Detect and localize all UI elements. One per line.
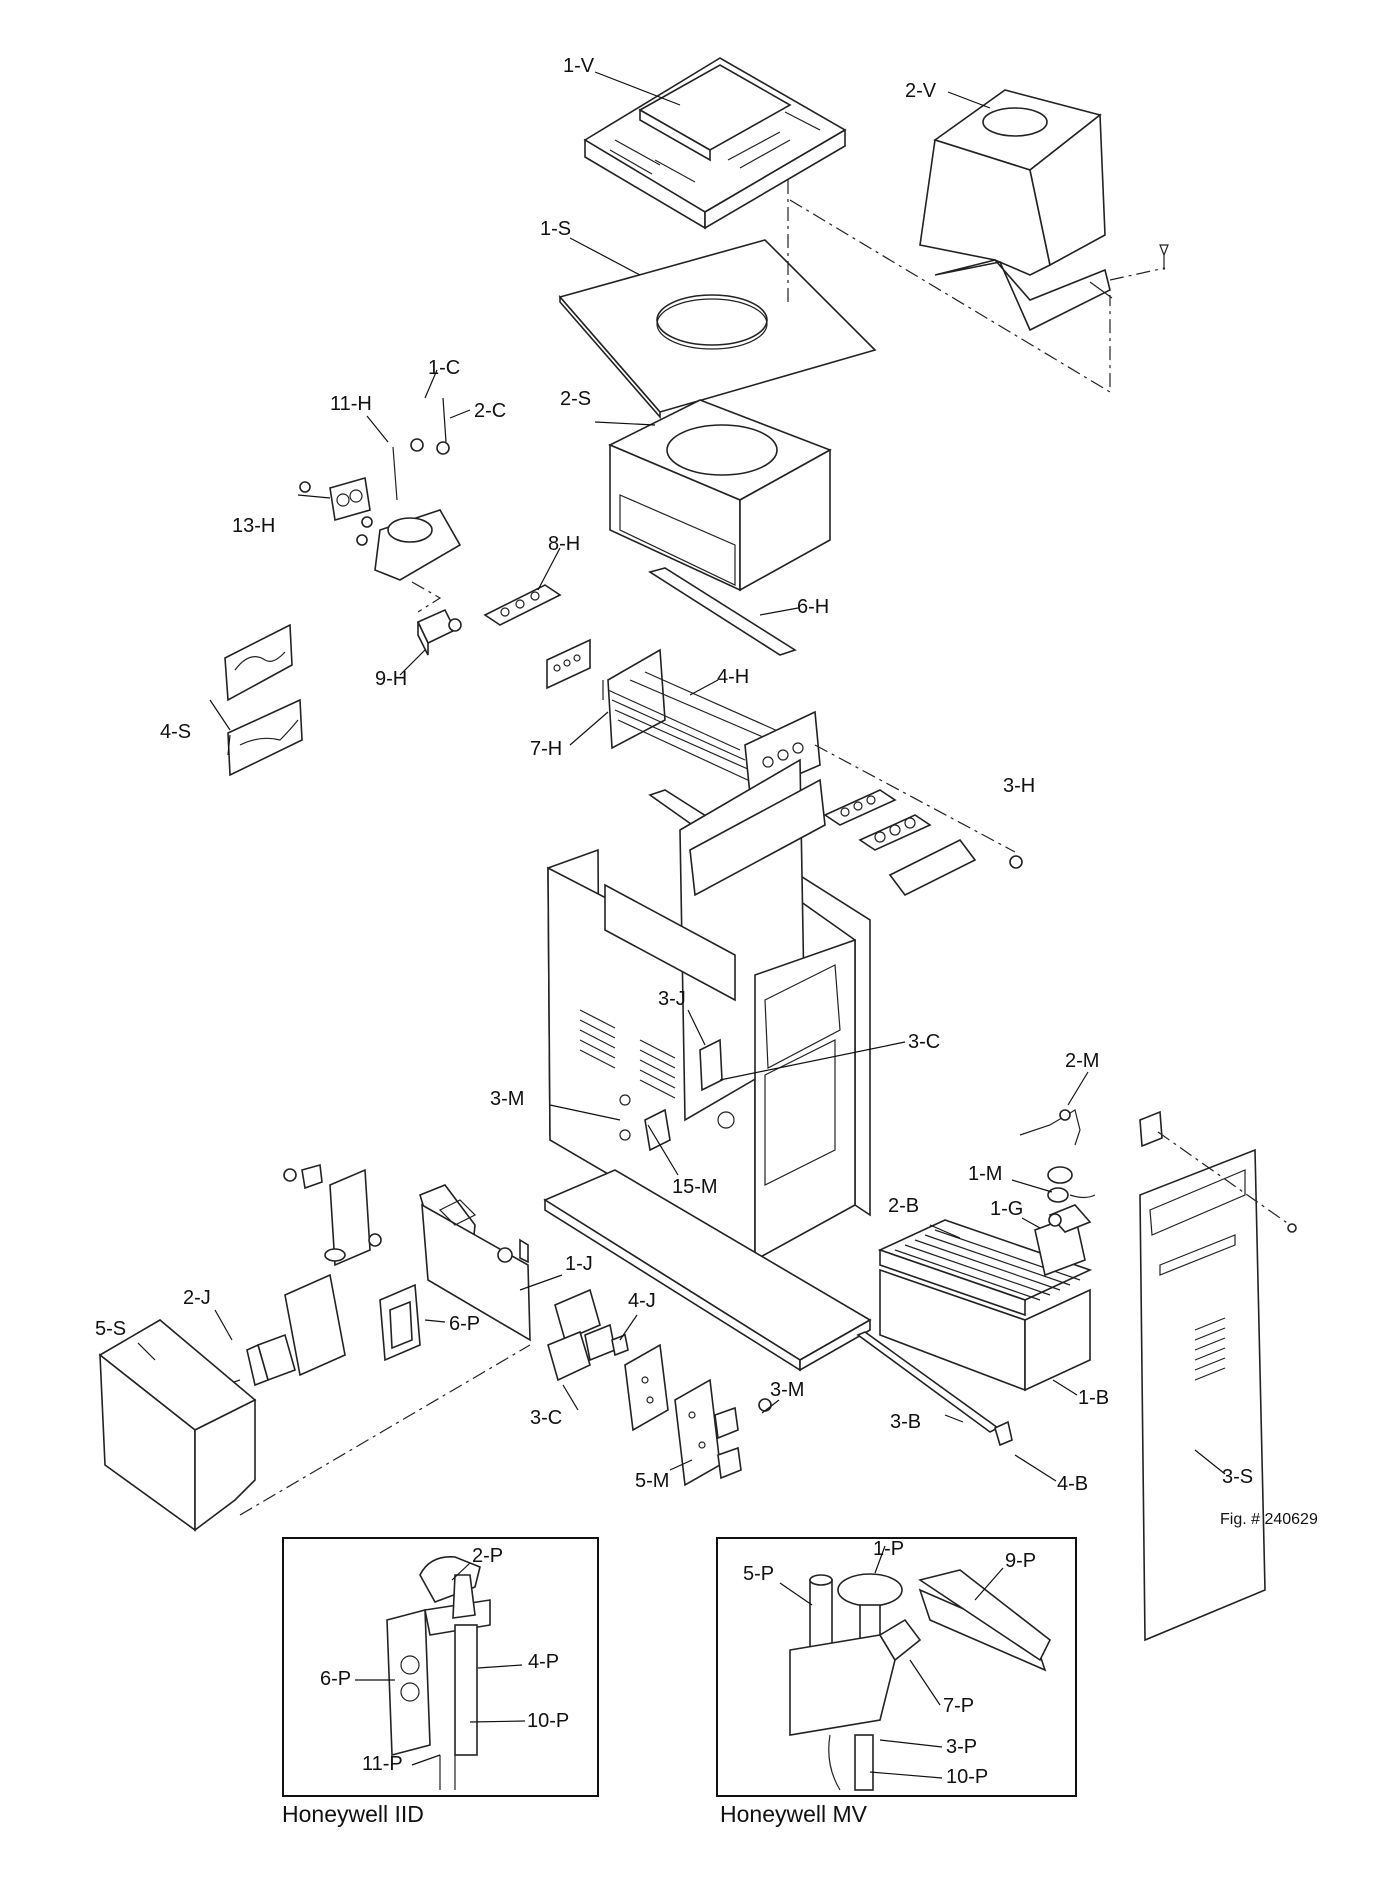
part-9-h-bracket	[416, 608, 462, 656]
label-1-s: 1-S	[540, 218, 571, 240]
part-2-j-transformer	[209, 1248, 346, 1391]
label-1-m: 1-M	[968, 1163, 1002, 1185]
label-15-m: 15-M	[672, 1176, 718, 1198]
label-5-s: 5-S	[95, 1318, 126, 1340]
part-labels: 1-V 2-V 1-S 1-C 11-H 2-C 2-S 13-H 8-H 6-…	[95, 55, 1253, 1495]
label-11-h: 11-H	[330, 393, 372, 415]
label-3-c-upper: 3-C	[908, 1031, 940, 1053]
part-1-g-gas-valve	[1034, 1204, 1092, 1277]
inset-honeywell-iid: 2-P 6-P 4-P 10-P 11-P	[282, 1537, 599, 1797]
label-1-c: 1-C	[428, 357, 460, 379]
part-cabinet-louvers	[579, 1009, 735, 1152]
caption-honeywell-iid: Honeywell IID	[282, 1801, 424, 1827]
label-3-h: 3-H	[1003, 775, 1035, 797]
part-1-s-top-plate	[558, 239, 877, 420]
part-3-s-access-panel	[1139, 1110, 1297, 1642]
part-4-s-side-panels	[224, 623, 303, 777]
label-mv-7-p: 7-P	[943, 1695, 974, 1717]
label-3-b: 3-B	[890, 1411, 921, 1433]
label-iid-10-p: 10-P	[527, 1710, 569, 1732]
label-3-j: 3-J	[658, 988, 686, 1010]
part-4-j-bracket	[611, 1333, 669, 1432]
part-5-m-plate	[674, 1378, 772, 1487]
part-5-s-cover	[98, 1319, 257, 1532]
part-header-assembly-left	[299, 438, 462, 581]
label-9-h: 9-H	[375, 668, 407, 690]
label-iid-2-p: 2-P	[472, 1545, 503, 1567]
label-3-m-upper: 3-M	[490, 1088, 524, 1110]
part-6-h-baffle-bar	[648, 567, 797, 656]
label-2-j: 2-J	[183, 1287, 211, 1309]
label-6-p-main: 6-P	[449, 1313, 480, 1335]
part-1-m-thermostat	[1047, 1166, 1096, 1203]
label-mv-3-p: 3-P	[946, 1736, 977, 1758]
part-2-v-vent-hood	[919, 89, 1169, 332]
label-2-s: 2-S	[560, 388, 591, 410]
label-mv-9-p: 9-P	[1005, 1550, 1036, 1572]
label-1-j: 1-J	[565, 1253, 593, 1275]
part-4-h-heat-exchanger	[546, 638, 821, 805]
part-3-b-burner-bar	[856, 1331, 1013, 1447]
label-1-g: 1-G	[990, 1198, 1023, 1220]
label-3-c-lower: 3-C	[530, 1407, 562, 1429]
leader-lines	[137, 71, 1226, 1482]
label-6-h: 6-H	[797, 596, 829, 618]
label-4-h: 4-H	[717, 666, 749, 688]
part-3-h-header-gaskets	[823, 789, 1023, 897]
label-mv-1-p: 1-P	[873, 1538, 904, 1560]
part-1-j-control-board	[419, 1184, 531, 1342]
part-1-j-bracket	[283, 1163, 382, 1267]
label-7-h: 7-H	[530, 738, 562, 760]
label-iid-4-p: 4-P	[528, 1651, 559, 1673]
part-8-h-gasket	[483, 584, 562, 626]
part-2-b-burner-tray	[877, 1219, 1093, 1392]
label-iid-11-p: 11-P	[362, 1753, 403, 1775]
label-2-m: 2-M	[1065, 1050, 1099, 1072]
label-2-v: 2-V	[905, 80, 937, 102]
label-3-s: 3-S	[1222, 1466, 1253, 1488]
part-1-v-vent-cap	[583, 57, 847, 230]
label-1-b: 1-B	[1078, 1387, 1109, 1409]
part-6-p-ignition-module	[379, 1283, 421, 1362]
label-2-b: 2-B	[888, 1195, 919, 1217]
part-2-s-flue-collector	[608, 399, 832, 592]
label-1-v: 1-V	[563, 55, 595, 77]
label-mv-5-p: 5-P	[743, 1563, 774, 1585]
part-3-c-valve-assembly	[547, 1288, 616, 1382]
label-8-h: 8-H	[548, 533, 580, 555]
label-13-h: 13-H	[232, 515, 275, 537]
label-4-b: 4-B	[1057, 1473, 1088, 1495]
label-iid-6-p: 6-P	[320, 1668, 351, 1690]
part-main-cabinet	[543, 758, 872, 1372]
figure-number: Fig. # 240629	[1220, 1511, 1318, 1528]
label-5-m: 5-M	[635, 1470, 669, 1492]
label-mv-10-p: 10-P	[946, 1766, 988, 1788]
caption-honeywell-mv: Honeywell MV	[720, 1801, 868, 1827]
label-3-m-lower: 3-M	[770, 1379, 804, 1401]
part-2-m-pilot-tube	[1019, 1109, 1081, 1146]
inset-honeywell-mv: 1-P 5-P 9-P 7-P 3-P 10-P	[716, 1537, 1077, 1797]
label-4-s: 4-S	[160, 721, 191, 743]
label-4-j: 4-J	[628, 1290, 656, 1312]
label-2-c: 2-C	[474, 400, 506, 422]
